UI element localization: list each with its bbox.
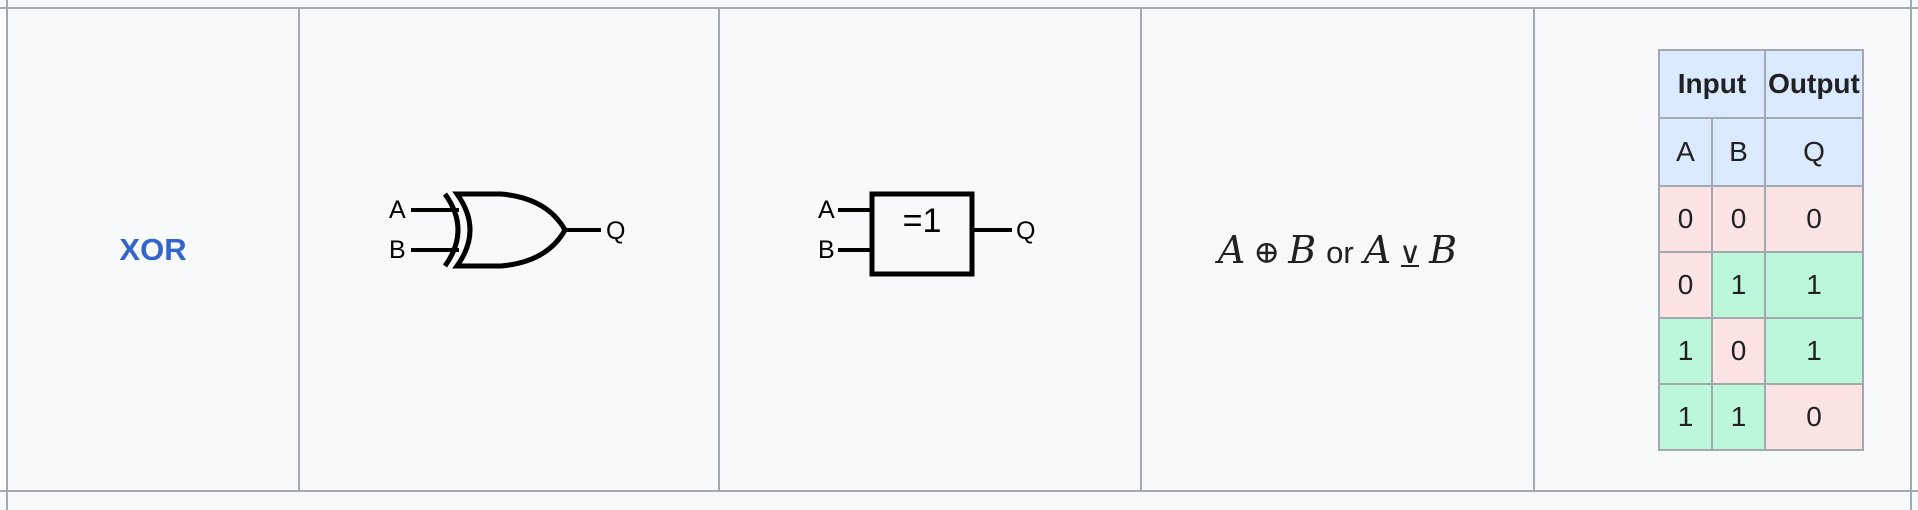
truth-table: Input Output A B Q 0 0 0 0 1 1 1 0 1 1 1… (1658, 49, 1864, 451)
truth-col-a: A (1658, 117, 1713, 187)
gate-name-link[interactable]: XOR (119, 231, 187, 267)
expr-var-b: B (1288, 227, 1317, 272)
table-left-edge (6, 0, 8, 510)
expr-var-a: A (1217, 227, 1246, 272)
truth-cell: 1 (1764, 317, 1864, 385)
xor-operator: ⊕ (1253, 232, 1281, 271)
table-row: 0 0 0 (1658, 185, 1864, 253)
truth-col-b: B (1711, 117, 1766, 187)
iec-input-b-label: B (818, 236, 835, 264)
table-row: 1 0 1 (1658, 317, 1864, 385)
truth-header-output: Output (1764, 49, 1864, 119)
truth-header-input: Input (1658, 49, 1766, 119)
iec-input-a-label: A (818, 196, 835, 224)
table-row: 1 1 0 (1658, 383, 1864, 451)
expr-or-word: or (1326, 234, 1354, 270)
symbol-output-label: Q (606, 217, 625, 245)
table-row: 0 1 1 (1658, 251, 1864, 319)
table-top-edge (0, 0, 1918, 9)
truth-cell: 1 (1658, 383, 1713, 451)
table-right-edge (1910, 0, 1912, 510)
symbol-input-a-label: A (389, 196, 406, 224)
truth-cell: 0 (1711, 185, 1766, 253)
truth-cell: 1 (1764, 251, 1864, 319)
truth-cell: 0 (1658, 251, 1713, 319)
symbol-input-b-label: B (389, 236, 406, 264)
vee-symbol: ∨ (1399, 235, 1422, 271)
truth-cell: 1 (1658, 317, 1713, 385)
truth-col-q: Q (1764, 117, 1864, 187)
distinctive-symbol-cell: A B Q (300, 9, 720, 490)
truth-cell: 0 (1764, 185, 1864, 253)
gate-name-cell: XOR (8, 9, 300, 490)
truth-cell: 0 (1764, 383, 1864, 451)
iec-gate-label: =1 (903, 202, 942, 240)
vee-underline (1401, 264, 1420, 267)
xor-gate-distinctive-symbol: A B Q (389, 191, 625, 268)
truth-cell: 0 (1711, 317, 1766, 385)
expr-var-b2: B (1429, 227, 1458, 272)
or-gate-body (452, 191, 568, 268)
iec-symbol-cell: A B =1 Q (720, 9, 1142, 490)
iec-output-label: Q (1016, 217, 1035, 245)
iec-gate-box (869, 191, 975, 276)
truth-cell: 0 (1658, 185, 1713, 253)
truth-cell: 1 (1711, 383, 1766, 451)
expr-var-a2: A (1363, 227, 1392, 272)
xor-gate-iec-symbol: A B =1 Q (818, 191, 1035, 276)
table-bottom-edge (0, 490, 1918, 510)
underlined-vee-operator: ∨ (1399, 236, 1421, 271)
xor-extra-curve (442, 192, 461, 267)
truth-cell: 1 (1711, 251, 1766, 319)
